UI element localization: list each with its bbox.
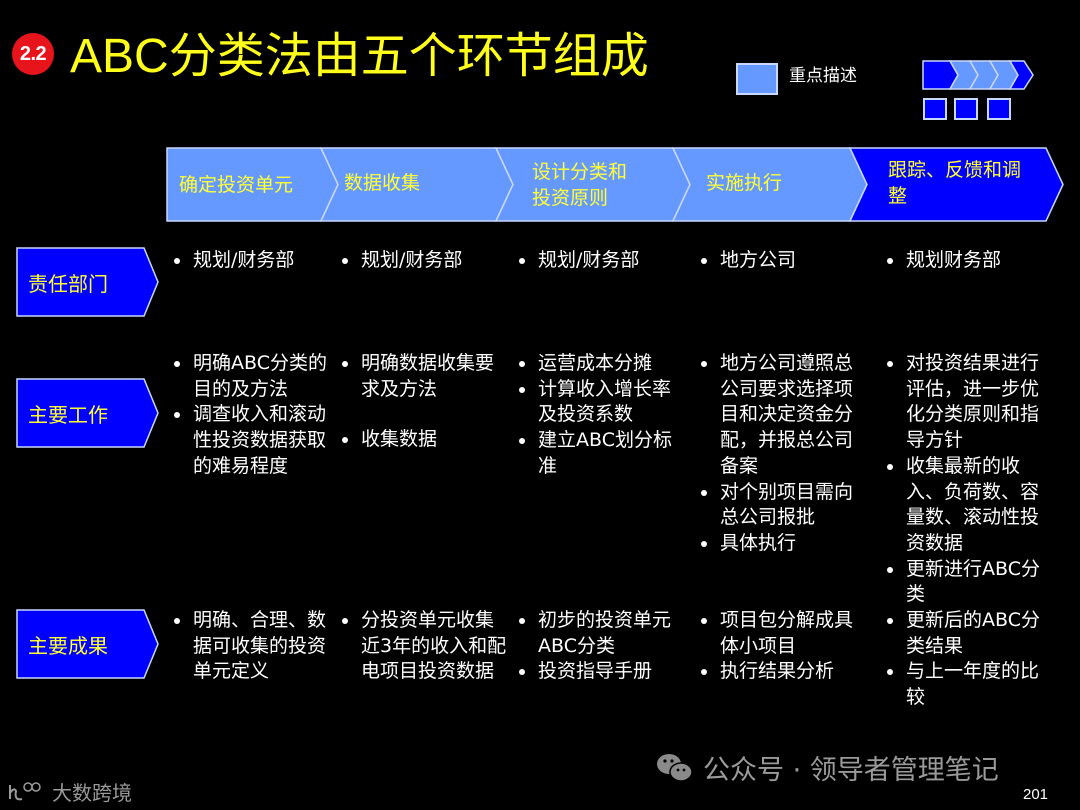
footer-logo: 大数跨境 [6,777,132,806]
bullet-item: 规划/财务部 [167,248,342,274]
step-label-4: 实施执行 [706,172,783,194]
bullet-item: 分投资单元收集近3年的收入和配电项目投资数据 [335,608,507,685]
bullet-item: 计算收入增长率及投资系数 [512,377,674,428]
bullet-item: 投资指导手册 [512,659,674,685]
bullet-item: 规划/财务部 [335,248,510,274]
bullet-item: 初步的投资单元ABC分类 [512,608,674,659]
wechat-icon [657,753,693,782]
page-title: ABC分类法由五个环节组成 [70,30,649,83]
cell-dept-3: 规划/财务部 [512,248,687,274]
bullet-item: 调查收入和滚动性投资数据获取的难易程度 [167,402,329,479]
bullet-item: 更新后的ABC分类结果 [880,608,1042,659]
bullet-item: 规划/财务部 [512,248,687,274]
bullet-item: 收集数据 [335,427,497,453]
footer-wechat-account: 公众号 · 领导者管理笔记 [655,748,999,787]
cell-result-4: 项目包分解成具体小项目 执行结果分析 [694,608,856,685]
legend-swatch-highlight [736,63,778,95]
step-label-5: 跟踪、反馈和调 整 [888,159,1022,207]
cell-work-2: 明确数据收集要求及方法 收集数据 [335,351,497,453]
bullet-item: 明确数据收集要求及方法 [335,351,497,402]
bullet-item: 项目包分解成具体小项目 [694,608,856,659]
cell-result-1: 明确、合理、数据可收集的投资单元定义 [167,608,329,685]
cell-work-5: 对投资结果进行评估，进一步优化分类原则和指导方针 收集最新的收入、负荷数、容量数… [880,351,1042,608]
cell-dept-5: 规划财务部 [880,248,1055,274]
mini-box-icon [923,98,947,120]
bullet-item: 对个别项目需向总公司报批 [694,480,856,531]
cell-work-3: 运营成本分摊 计算收入增长率及投资系数 建立ABC划分标准 [512,351,674,480]
mini-box-icon [987,98,1011,120]
step-label-2: 数据收集 [344,172,421,194]
step-label-3: 设计分类和 投资原则 [532,161,628,209]
mini-process-icon [922,60,1034,90]
step-shape-5 [848,147,1064,222]
cell-work-4: 地方公司遵照总公司要求选择项目和决定资金分配，并报总公司备案 对个别项目需向总公… [694,351,856,557]
cell-result-2: 分投资单元收集近3年的收入和配电项目投资数据 [335,608,507,685]
bullet-item: 明确、合理、数据可收集的投资单元定义 [167,608,329,685]
bullet-item: 收集最新的收入、负荷数、容量数、滚动性投资数据 [880,454,1042,557]
bullet-item: 执行结果分析 [694,659,856,685]
bullet-item: 与上一年度的比较 [880,659,1042,710]
row-tag-responsible-dept: 责任部门 [16,247,160,317]
bullet-item: 建立ABC划分标准 [512,428,674,479]
row-tag-main-work: 主要工作 [16,378,160,448]
bullet-item: 明确ABC分类的目的及方法 [167,351,329,402]
legend-label: 重点描述 [789,66,857,86]
bullet-item: 对投资结果进行评估，进一步优化分类原则和指导方针 [880,351,1042,454]
cell-dept-4: 地方公司 [694,248,869,274]
cell-dept-1: 规划/财务部 [167,248,342,274]
cell-work-1: 明确ABC分类的目的及方法 调查收入和滚动性投资数据获取的难易程度 [167,351,329,480]
bullet-item: 具体执行 [694,531,856,557]
step-label-1: 确定投资单元 [179,174,294,196]
process-flow: 确定投资单元 数据收集 设计分类和 投资原则 实施执行 跟踪、反馈和调 整 [166,147,1068,222]
cell-result-5: 更新后的ABC分类结果 与上一年度的比较 [880,608,1042,711]
row-tag-main-results: 主要成果 [16,609,160,679]
bullet-item: 地方公司 [694,248,869,274]
cell-result-3: 初步的投资单元ABC分类 投资指导手册 [512,608,674,685]
mini-box-icon [954,98,978,120]
bullet-item: 更新进行ABC分类 [880,557,1042,608]
bullet-item: 运营成本分摊 [512,351,674,377]
logo-icon [9,781,41,800]
bullet-item: 规划财务部 [880,248,1055,274]
cell-dept-2: 规划/财务部 [335,248,510,274]
bullet-item: 地方公司遵照总公司要求选择项目和决定资金分配，并报总公司备案 [694,351,856,480]
section-badge: 2.2 [12,33,54,75]
page-number: 201 [1023,786,1049,803]
